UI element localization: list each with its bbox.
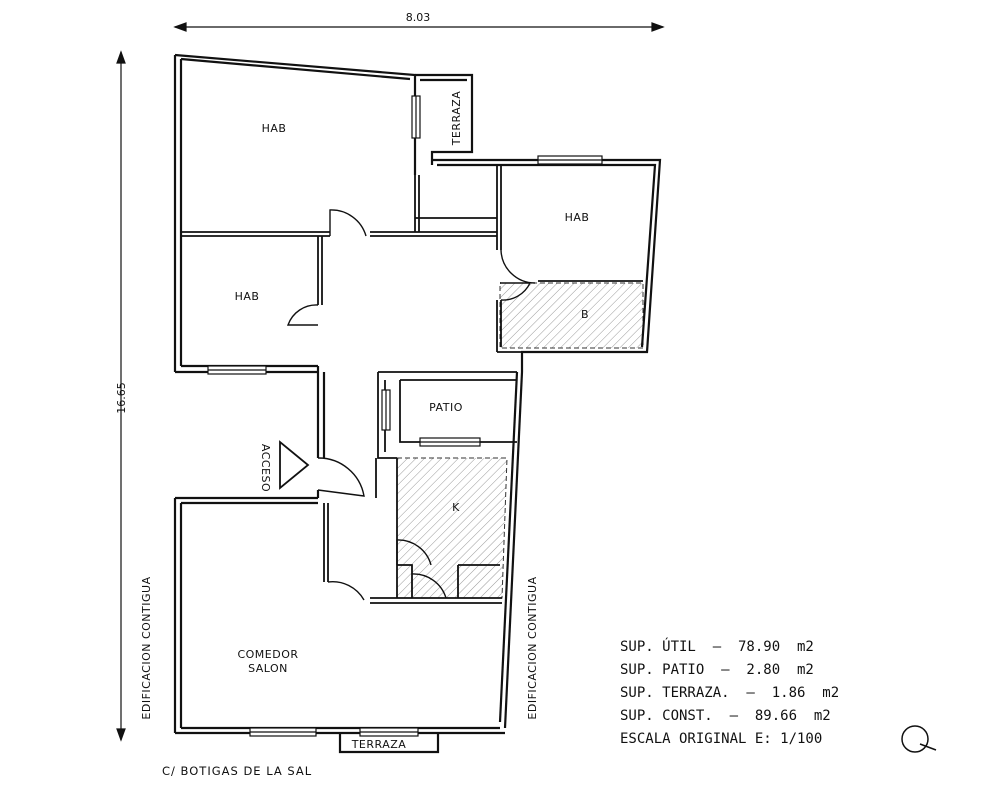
room-label-hab-3: HAB xyxy=(565,211,590,224)
room-label-living-line2: SALON xyxy=(248,662,288,675)
surface-util: SUP. ÚTIL – 78.90 m2 xyxy=(620,639,814,655)
street-label: C/ BOTIGAS DE LA SAL xyxy=(162,764,313,778)
surface-summary: SUP. ÚTIL – 78.90 m2 SUP. PATIO – 2.80 m… xyxy=(620,636,839,751)
door-swings xyxy=(287,209,536,601)
access-arrow-icon xyxy=(279,440,310,490)
height-dimension xyxy=(116,50,126,742)
terrace-top-label: TERRAZA xyxy=(450,91,463,147)
terrace-bottom-label: TERRAZA xyxy=(351,738,407,751)
compass-icon xyxy=(901,725,937,753)
interior-walls xyxy=(181,165,643,604)
room-label-living-line1: COMEDOR xyxy=(237,648,298,661)
exterior-walls xyxy=(173,53,662,754)
room-label-bathroom: B xyxy=(581,308,589,321)
adjacent-building-right-label: EDIFICACION CONTIGUA xyxy=(526,576,539,719)
surface-patio: SUP. PATIO – 2.80 m2 xyxy=(620,662,814,678)
room-label-kitchen: K xyxy=(452,501,460,514)
bathroom-hatch xyxy=(499,282,644,349)
width-dimension xyxy=(173,22,665,32)
access-label: ACCESO xyxy=(259,444,272,492)
surface-constructed: SUP. CONST. – 89.66 m2 xyxy=(620,708,831,724)
kitchen-hatch xyxy=(396,457,508,599)
room-label-hab-1: HAB xyxy=(262,122,287,135)
room-label-patio: PATIO xyxy=(429,401,463,414)
adjacent-building-left-label: EDIFICACION CONTIGUA xyxy=(140,576,153,719)
height-dimension-label: 16.65 xyxy=(115,382,128,414)
width-dimension-label: 8.03 xyxy=(406,11,431,24)
surface-terrace: SUP. TERRAZA. – 1.86 m2 xyxy=(620,685,840,701)
windows xyxy=(207,95,603,737)
room-label-hab-2: HAB xyxy=(235,290,260,303)
scale-note: ESCALA ORIGINAL E: 1/100 xyxy=(620,731,823,747)
